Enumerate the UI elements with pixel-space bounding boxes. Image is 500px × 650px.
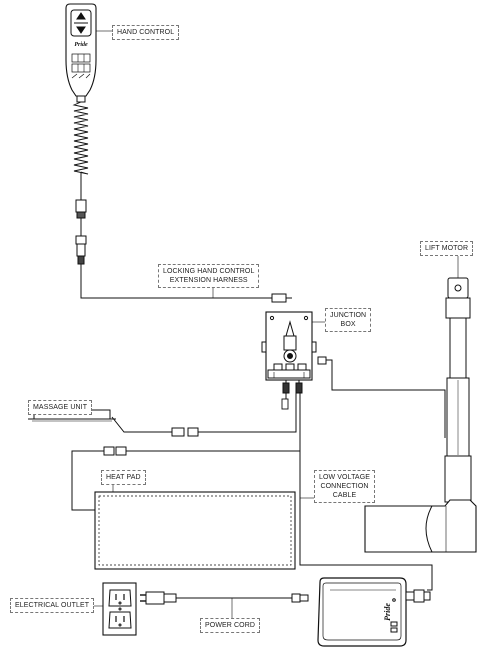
hand-control-coiled-cord xyxy=(72,101,89,200)
heat-pad-label: HEAT PAD xyxy=(101,470,146,485)
massage-unit-label: MASSAGE UNIT xyxy=(28,400,93,415)
power-cord-label: POWER CORD xyxy=(200,618,260,633)
lift-motor xyxy=(364,277,477,553)
transformer-output-connector xyxy=(405,589,431,603)
extension-harness-connector xyxy=(75,235,87,265)
junction-box-label: JUNCTION BOX xyxy=(325,308,372,332)
hand-control-brand: Pride xyxy=(74,42,88,48)
hand-control-label: HAND CONTROL xyxy=(112,25,180,40)
extension-harness-cable xyxy=(80,264,272,299)
electrical-outlet xyxy=(102,582,137,636)
lift-motor-cable xyxy=(326,359,446,438)
electrical-outlet-label: ELECTRICAL OUTLET xyxy=(10,598,95,613)
low-voltage-cable xyxy=(299,392,433,591)
hand-control: Pride xyxy=(65,3,97,103)
motor-cable-plug xyxy=(317,356,327,365)
hand-control-connector xyxy=(75,199,87,236)
junction-box xyxy=(261,311,317,381)
low-voltage-cable-label: LOW VOLTAGE CONNECTION CABLE xyxy=(314,470,376,503)
heat-pad-cable xyxy=(71,450,104,511)
transformer: Pride xyxy=(317,577,407,647)
power-cord-connector xyxy=(291,593,309,603)
massage-cable xyxy=(111,416,172,433)
heat-pad xyxy=(94,491,296,570)
transformer-brand: Pride xyxy=(383,603,392,621)
lift-motor-label: LIFT MOTOR xyxy=(420,241,474,256)
power-plug xyxy=(140,591,177,605)
locking-harness-label: LOCKING HAND CONTROL EXTENSION HARNESS xyxy=(158,264,260,288)
extension-harness-plug xyxy=(271,293,287,303)
